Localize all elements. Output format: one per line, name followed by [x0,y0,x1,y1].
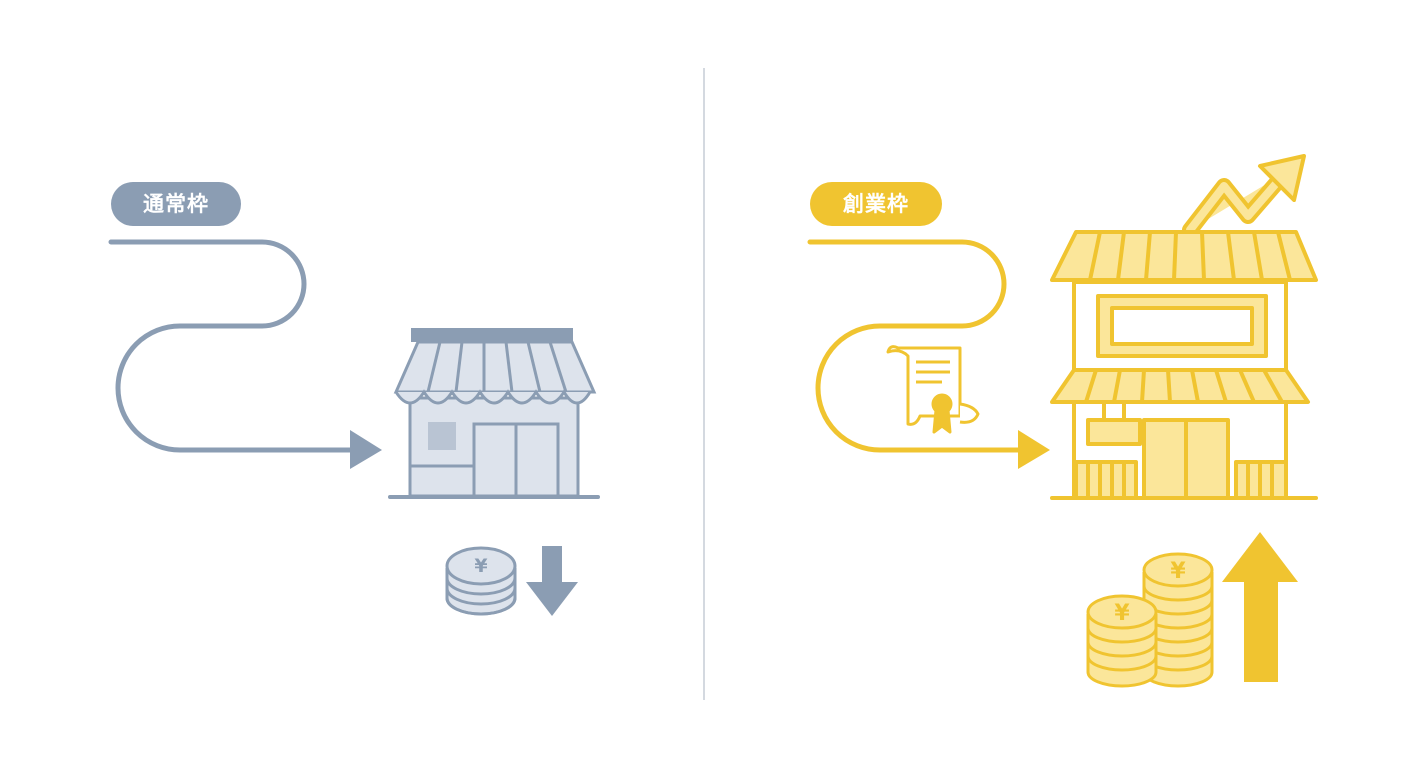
growth-arrow-icon [1182,154,1306,238]
center-divider [703,68,705,700]
regular-path-arrowhead [350,430,382,469]
regular-illustration: ¥ [108,239,600,616]
yen-coins-icon: ¥ ¥ [1086,552,1214,688]
regular-label-pill: 通常枠 [111,182,241,226]
storefront-icon [388,328,600,499]
startup-panel: 創業枠 [704,0,1408,768]
regular-path-line [108,239,353,453]
startup-illustration: ¥ ¥ [807,154,1318,688]
two-story-shop-icon [1050,230,1318,500]
yen-coins-icon: ¥ [445,546,517,616]
startup-label-pill: 創業枠 [810,182,942,226]
svg-text:¥: ¥ [474,555,487,577]
svg-text:¥: ¥ [1170,559,1186,584]
certificate-scroll-icon [886,345,980,434]
regular-panel: 通常枠 ¥ [108,182,600,616]
arrow-down-icon [526,546,578,616]
svg-text:¥: ¥ [1114,601,1130,626]
startup-path-line [807,239,1021,453]
arrow-up-icon [1222,532,1298,682]
startup-path-arrowhead [1018,430,1050,469]
